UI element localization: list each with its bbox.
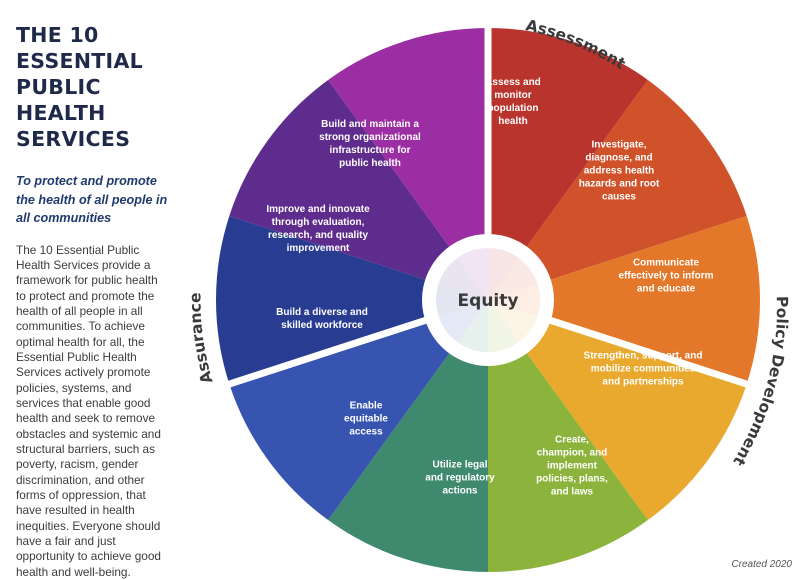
assurance-label-text: Assurance (186, 292, 216, 385)
service-label-line: Build and maintain a (321, 119, 419, 130)
service-label-line: address health (584, 166, 655, 177)
service-label-line: Improve and innovate (266, 204, 370, 215)
equity-hub: Equity (422, 234, 554, 366)
service-label-line: Communicate (633, 258, 700, 269)
service-label-line: improvement (287, 243, 350, 254)
service-label-line: Utilize legal (432, 460, 487, 471)
service-label-line: mobilize communities (591, 364, 696, 375)
equity-label: Equity (458, 291, 519, 311)
service-label-line: monitor (494, 90, 531, 101)
service-label-line: Build a diverse and (276, 307, 368, 318)
service-label-line: through evaluation, (272, 217, 365, 228)
service-label-line: and laws (551, 487, 594, 498)
service-label-line: diagnose, and (585, 153, 652, 164)
service-label-line: policies, plans, (536, 474, 608, 485)
service-label-line: public health (339, 158, 401, 169)
service-label-line: champion, and (537, 448, 608, 459)
assurance-label: Assurance (186, 292, 216, 385)
service-label-line: Investigate, (591, 140, 646, 151)
service-label: Enable equitable access (344, 401, 388, 438)
service-label-line: causes (602, 192, 636, 203)
service-label-line: research, and quality (268, 230, 368, 241)
service-label-line: population (487, 103, 538, 114)
service-label-line: and educate (637, 284, 696, 295)
service-label-line: hazards and root (579, 179, 660, 190)
service-label-line: and regulatory (425, 473, 495, 484)
service-label-line: strong organizational (319, 132, 421, 143)
service-label-line: and partnerships (602, 377, 684, 388)
service-label-line: infrastructure for (329, 145, 410, 156)
service-label-line: skilled workforce (281, 320, 363, 331)
service-label-line: Assess and (485, 77, 541, 88)
service-label-line: actions (442, 486, 477, 497)
service-label-line: implement (547, 461, 598, 472)
service-label-line: health (498, 116, 527, 127)
service-label-line: Strengthen, support, and (584, 351, 703, 362)
service-label-line: Enable (350, 401, 383, 412)
created-note: Created 2020 (731, 559, 792, 570)
service-label-line: access (349, 427, 383, 438)
service-label-line: effectively to inform (618, 271, 713, 282)
service-label-line: equitable (344, 414, 388, 425)
service-label-line: Create, (555, 435, 589, 446)
